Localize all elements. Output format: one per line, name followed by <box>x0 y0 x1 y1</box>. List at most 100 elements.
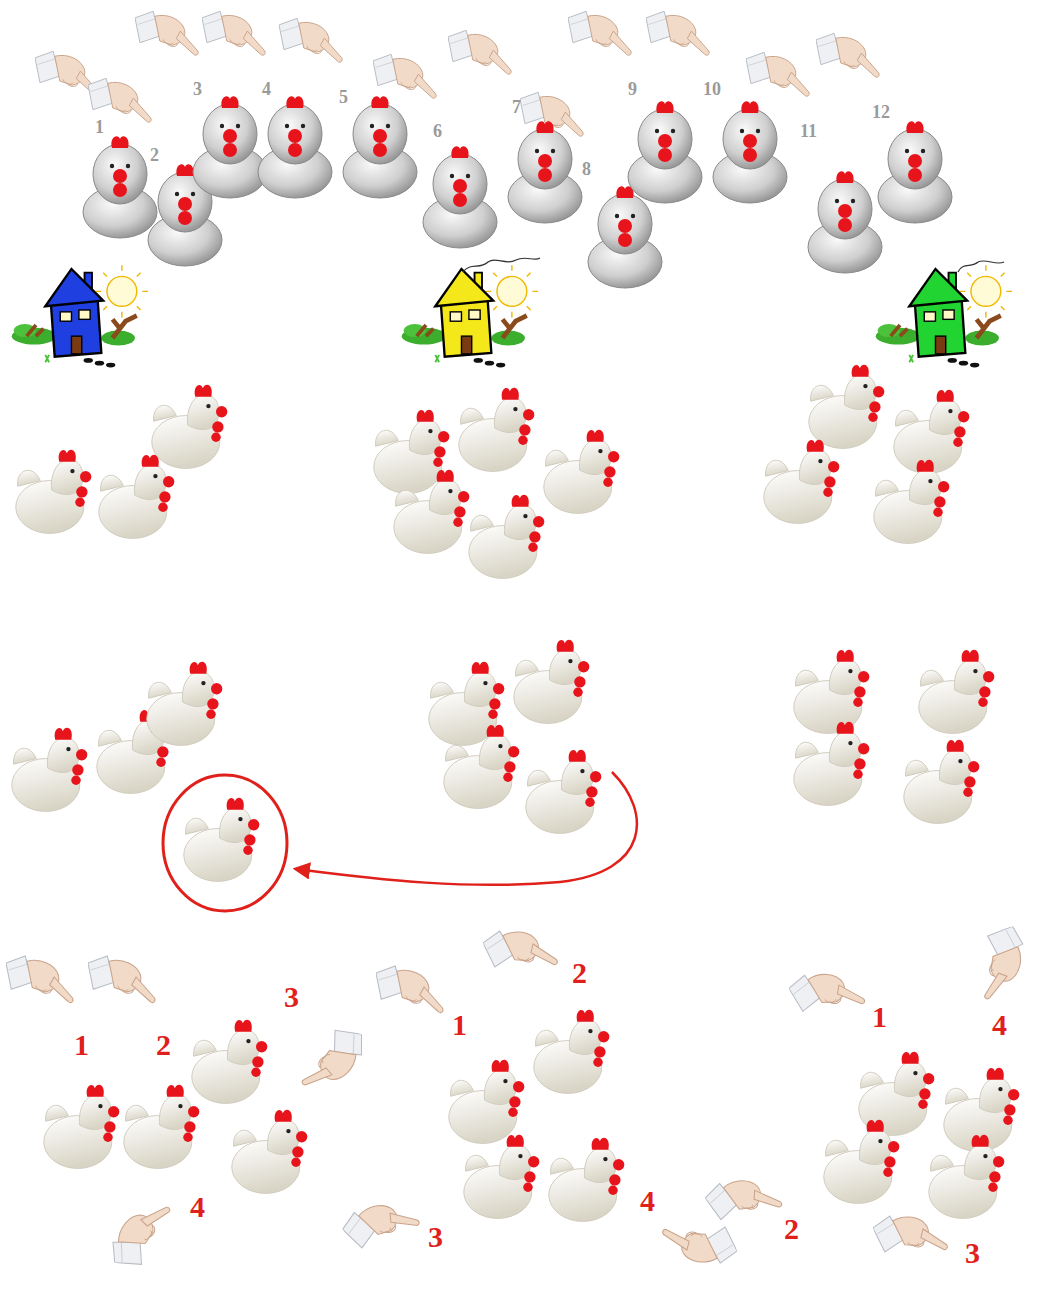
hen-side <box>152 385 228 469</box>
counting-hens <box>44 1010 1020 1222</box>
chimney-smoke <box>958 261 1004 272</box>
hen-front <box>258 96 332 198</box>
hen-side <box>794 650 870 734</box>
hen-side <box>809 365 885 449</box>
blue-house <box>12 265 148 367</box>
count-number: 2 <box>156 1030 171 1060</box>
label-anchor: 3 <box>965 1238 980 1268</box>
hen-side <box>904 740 980 824</box>
hen-front <box>808 171 882 273</box>
label-anchor: 10 <box>703 80 721 98</box>
hen-side <box>124 1085 200 1169</box>
pointing-hand <box>376 966 443 1013</box>
step-number: 12 <box>872 103 890 121</box>
pointing-hand <box>787 959 866 1026</box>
pointing-hand <box>339 1185 421 1262</box>
step-number: 3 <box>193 80 202 98</box>
count-number: 4 <box>992 1010 1007 1040</box>
hen-front <box>508 121 582 223</box>
label-anchor: 4 <box>992 1010 1007 1040</box>
hen-side <box>444 725 520 809</box>
hen-front <box>193 96 267 198</box>
pointing-hand <box>448 30 511 74</box>
pointing-hand <box>88 78 151 122</box>
hen-side <box>99 455 175 539</box>
step-number: 4 <box>262 80 271 98</box>
label-anchor: 1 <box>872 1002 887 1032</box>
pointing-hand <box>974 925 1031 999</box>
count-number: 1 <box>452 1010 467 1040</box>
label-anchor: 2 <box>156 1030 171 1060</box>
hen-front <box>628 101 702 203</box>
step-number: 7 <box>512 98 521 116</box>
label-anchor: 5 <box>339 88 348 106</box>
pointing-hand <box>871 1204 948 1266</box>
hen-front <box>878 121 952 223</box>
hen-front <box>83 136 157 238</box>
pointing-hands-bottom <box>6 919 1031 1275</box>
pointing-hand <box>568 11 631 55</box>
pointing-hand <box>88 956 155 1003</box>
label-anchor: 4 <box>640 1186 655 1216</box>
label-anchor: 1 <box>74 1030 89 1060</box>
hen-side <box>919 650 995 734</box>
houses <box>12 258 1012 367</box>
pointing-hand <box>746 52 809 96</box>
count-number: 2 <box>784 1214 799 1244</box>
step-number: 11 <box>800 122 817 140</box>
hen-side <box>147 662 223 746</box>
hen-side <box>874 460 950 544</box>
label-anchor: 9 <box>628 80 637 98</box>
label-anchor: 1 <box>95 118 104 136</box>
label-anchor: 8 <box>582 160 591 178</box>
step-number: 2 <box>150 146 159 164</box>
label-anchor: 2 <box>572 958 587 988</box>
hen-side <box>526 750 602 834</box>
hen-side <box>824 1120 900 1204</box>
hen-side <box>534 1010 610 1094</box>
count-number: 4 <box>640 1186 655 1216</box>
count-number: 1 <box>74 1030 89 1060</box>
pointing-hand <box>108 1196 170 1273</box>
label-anchor: 7 <box>512 98 521 116</box>
hen-side <box>192 1020 268 1104</box>
label-anchor: 2 <box>784 1214 799 1244</box>
label-anchor: 3 <box>428 1222 443 1252</box>
hen-front <box>713 101 787 203</box>
hen-side <box>794 722 870 806</box>
hen-side <box>12 728 88 812</box>
highlight-circle <box>163 775 287 911</box>
pointing-hand <box>279 18 342 62</box>
hen-side <box>449 1060 525 1144</box>
pointing-hand <box>373 54 436 98</box>
hens-in-houses <box>16 365 970 579</box>
label-anchor: 11 <box>800 122 817 140</box>
label-anchor: 4 <box>262 80 271 98</box>
count-number: 2 <box>572 958 587 988</box>
hen-front <box>423 146 497 248</box>
label-anchor: 6 <box>433 122 442 140</box>
chimney-smoke <box>463 258 540 272</box>
step-number: 1 <box>95 118 104 136</box>
move-arrow <box>296 772 637 885</box>
hen-side <box>549 1138 625 1222</box>
count-number: 3 <box>428 1222 443 1252</box>
hen-front <box>343 96 417 198</box>
pointing-hand <box>646 11 709 55</box>
step-number: 6 <box>433 122 442 140</box>
hen-side <box>929 1135 1005 1219</box>
hen-side <box>232 1110 308 1194</box>
hen-side <box>544 430 620 514</box>
pointing-hand <box>6 956 73 1003</box>
yellow-house <box>402 265 538 367</box>
hen-side <box>16 450 92 534</box>
count-number: 1 <box>872 1002 887 1032</box>
hen-side <box>394 470 470 554</box>
step-number: 10 <box>703 80 721 98</box>
hen-side <box>459 388 535 472</box>
pointing-hand <box>816 33 879 77</box>
hen-side <box>469 495 545 579</box>
hen-side <box>44 1085 120 1169</box>
label-anchor: 4 <box>190 1192 205 1222</box>
